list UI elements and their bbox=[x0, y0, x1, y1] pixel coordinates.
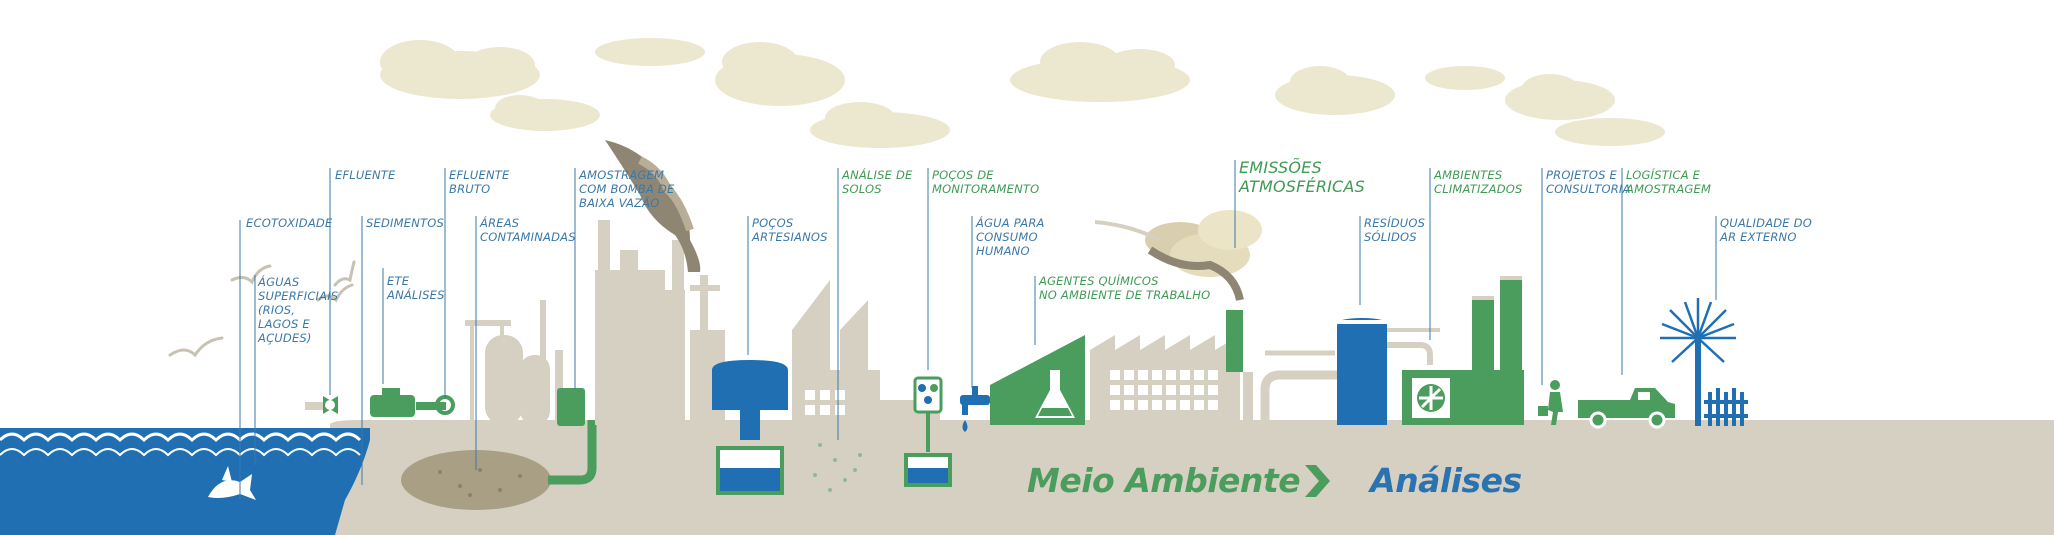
fan-icon bbox=[1417, 384, 1445, 412]
label-areas-contaminadas: ÁREAS CONTAMINADAS bbox=[480, 216, 576, 244]
label-pocos-monitoramento: POÇOS DE MONITORAMENTO bbox=[932, 168, 1040, 196]
label-logistica: LOGÍSTICA E AMOSTRAGEM bbox=[1626, 168, 1712, 196]
label-pocos-artesianos: POÇOS ARTESIANOS bbox=[752, 216, 828, 244]
label-ambientes: AMBIENTES CLIMATIZADOS bbox=[1434, 168, 1523, 196]
label-qualidade-ar: QUALIDADE DO AR EXTERNO bbox=[1720, 216, 1812, 244]
flask-icon bbox=[1035, 370, 1075, 418]
birds bbox=[168, 260, 356, 358]
faucet-icon bbox=[960, 386, 990, 432]
footer-meio-ambiente: Meio Ambiente bbox=[1027, 460, 1301, 500]
soil-dots bbox=[813, 443, 862, 492]
valve-icon bbox=[323, 396, 338, 414]
label-emissoes: EMISSÕES ATMOSFÉRICAS bbox=[1239, 158, 1365, 196]
label-efluente-bruto: EFLUENTE BRUTO bbox=[449, 168, 510, 196]
climatized-building bbox=[1402, 276, 1524, 425]
air-station-icon bbox=[1660, 298, 1736, 363]
clouds bbox=[380, 38, 1665, 148]
label-amostragem-bomba: AMOSTRAGEM COM BOMBA DE BAIXA VAZÃO bbox=[579, 168, 675, 210]
consultant-icon bbox=[1538, 380, 1563, 425]
effluent-pipe bbox=[548, 420, 597, 485]
label-projetos: PROJETOS E CONSULTORIA bbox=[1546, 168, 1631, 196]
label-sedimentos: SEDIMENTOS bbox=[366, 216, 444, 230]
sediment-pond bbox=[401, 450, 551, 510]
emission-smoke bbox=[1094, 210, 1262, 301]
truck-icon bbox=[1578, 388, 1675, 429]
label-ete-analises: ETE ANÁLISES bbox=[387, 274, 445, 302]
chimney bbox=[1226, 310, 1243, 372]
lab-building bbox=[990, 335, 1085, 425]
label-analise-solos: ANÁLISE DE SOLOS bbox=[842, 168, 913, 196]
label-aguas-superficiais: ÁGUAS SUPERFICIAIS (RIOS, LAGOS E AÇUDES… bbox=[258, 275, 339, 345]
plant-windows bbox=[805, 390, 845, 415]
waste-silo bbox=[1337, 318, 1387, 425]
water-tank bbox=[712, 360, 788, 495]
label-efluente: EFLUENTE bbox=[335, 168, 396, 182]
pipe-network bbox=[1260, 370, 1340, 425]
label-agua-consumo: ÁGUA PARA CONSUMO HUMANO bbox=[976, 216, 1045, 258]
footer-analises: Análises bbox=[1370, 460, 1522, 500]
footer-chevron-spacer bbox=[1322, 460, 1348, 500]
smoke-plume-left bbox=[605, 140, 701, 272]
fish-icon bbox=[208, 466, 256, 500]
fence bbox=[1695, 338, 1748, 426]
factory-building bbox=[1090, 335, 1240, 425]
water-body bbox=[0, 428, 370, 535]
chevron-right-icon bbox=[1305, 465, 1330, 497]
leader-lines bbox=[239, 160, 1717, 500]
footer-breadcrumb: Meio Ambiente Análises bbox=[1027, 455, 1522, 505]
label-residuos: RESÍDUOS SÓLIDOS bbox=[1364, 216, 1426, 244]
treatment-equipment bbox=[370, 388, 585, 426]
inlet-pipe bbox=[305, 402, 323, 410]
sediment-dots bbox=[438, 468, 522, 497]
label-ecotoxidade: ECOTOXIDADE bbox=[246, 216, 333, 230]
monitoring-well bbox=[904, 376, 952, 487]
label-agentes-quimicos: AGENTES QUÍMICOS NO AMBIENTE DE TRABALHO bbox=[1039, 274, 1211, 302]
